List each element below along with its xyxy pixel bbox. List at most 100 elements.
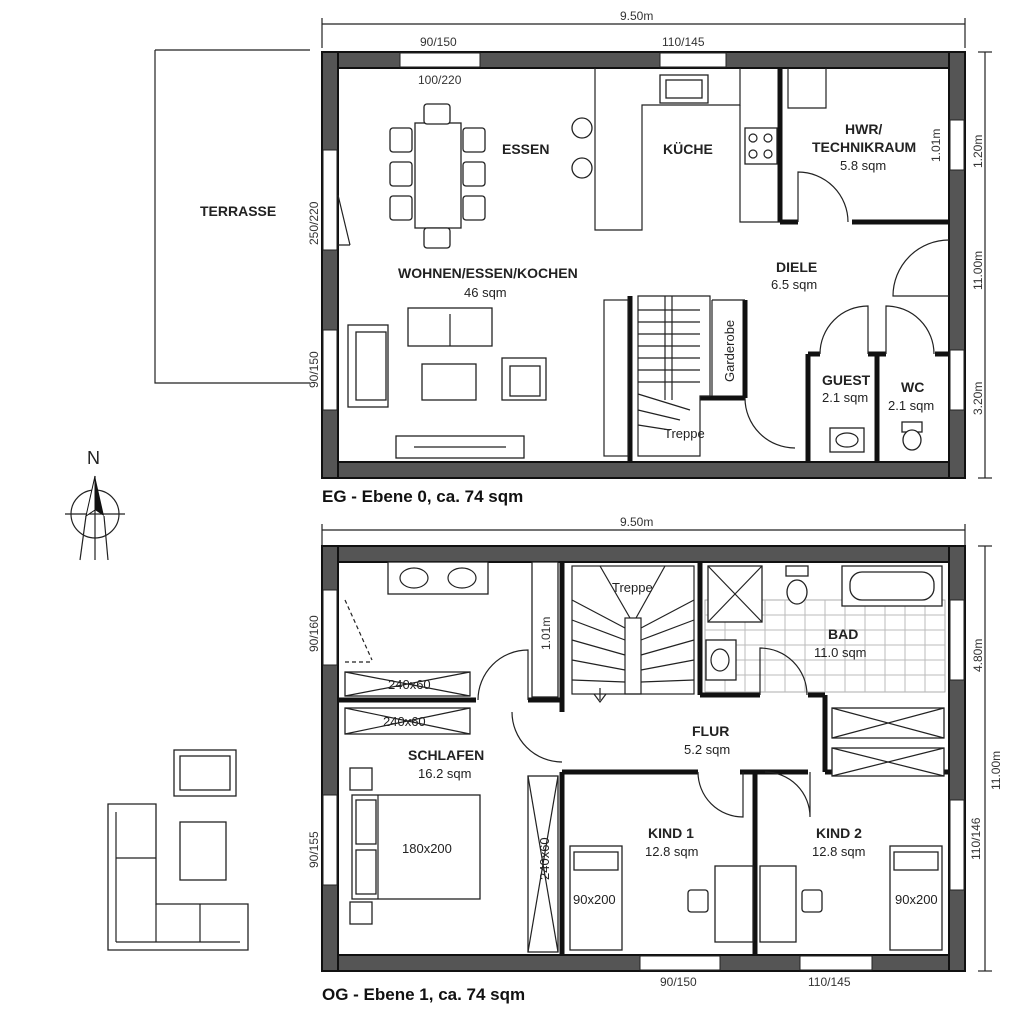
bed-size-label: 90x200 (895, 892, 938, 907)
window-dim-label: 90/155 (307, 831, 321, 868)
schlafen-area: 16.2 sqm (418, 766, 471, 781)
upper-floor-plan: 9.50m 90/160 90/155 90/150 110/145 (307, 515, 1003, 1004)
hwr-label: TECHNIKRAUM (812, 139, 916, 155)
vanity-double-sink (387, 561, 489, 595)
kind2-door (764, 771, 811, 818)
window (949, 799, 965, 891)
nightstand (349, 901, 373, 925)
kind1-label: KIND 1 (648, 825, 694, 841)
single-bed (889, 845, 943, 951)
bath-door-swing (477, 649, 529, 701)
ground-floor-title: EG - Ebene 0, ca. 74 sqm (322, 487, 523, 506)
svg-text:110/146: 110/146 (969, 817, 983, 860)
window-dim-label: 250/220 (307, 201, 321, 245)
entrance-door (892, 239, 950, 297)
window (949, 599, 965, 681)
hwr-area: 5.8 sqm (840, 158, 886, 173)
wc-door (885, 305, 935, 355)
window (322, 794, 338, 886)
desk (759, 865, 797, 943)
kitchen-label: KÜCHE (663, 141, 713, 157)
terrace-label: TERRASSE (200, 203, 276, 219)
window (399, 52, 481, 68)
stairs-label: Treppe (612, 580, 653, 595)
double-bed (351, 794, 481, 900)
window (949, 349, 965, 411)
nightstand (349, 767, 373, 791)
living-label: WOHNEN/ESSEN/KOCHEN (398, 265, 578, 281)
flur-label: FLUR (692, 723, 729, 739)
living-area: 46 sqm (464, 285, 507, 300)
hwr-dim: 1.01m (929, 129, 943, 162)
lounge-furniture (107, 749, 249, 951)
diele-area: 6.5 sqm (771, 277, 817, 292)
kind1-area: 12.8 sqm (645, 844, 698, 859)
wardrobe-label: 240x60 (537, 837, 552, 880)
bath-door (344, 599, 373, 663)
sink (705, 639, 737, 681)
terrace-outline (154, 49, 310, 384)
dimension-right-ground: 1.20m 11.00m 3.20m (971, 51, 992, 479)
wc-area: 2.1 sqm (888, 398, 934, 413)
cabinet-101 (531, 561, 559, 698)
svg-text:N: N (87, 448, 100, 468)
dimension-top-upper: 9.50m (321, 515, 966, 545)
window-dim-label: 110/145 (662, 35, 705, 49)
living-furniture (347, 307, 547, 459)
window-dim-label: 90/150 (307, 351, 321, 388)
wc-label: WC (901, 379, 924, 395)
svg-text:3.20m: 3.20m (971, 382, 985, 415)
window (322, 589, 338, 666)
toilet (785, 565, 809, 605)
bed-size-label: 180x200 (402, 841, 452, 856)
dimension-right-upper: 4.80m 11.00m 110/146 (969, 545, 1003, 972)
stair-door (744, 397, 796, 449)
bar-stool (571, 157, 593, 179)
guest-door (819, 305, 869, 355)
kind2-label: KIND 2 (816, 825, 862, 841)
door-dim-label: 100/220 (418, 73, 462, 87)
ground-floor-plan: TERRASSE 9.50m 90/150 110/145 100/220 25… (154, 9, 992, 506)
window (799, 955, 873, 971)
window-dim-label: 110/145 (808, 975, 851, 989)
kitchen-counter (571, 68, 780, 231)
upper-floor-title: OG - Ebene 1, ca. 74 sqm (322, 985, 525, 1004)
single-bed (569, 845, 623, 951)
staircase (603, 295, 711, 457)
window-dim-label: 90/150 (420, 35, 457, 49)
schlafen-door (511, 711, 563, 763)
svg-text:1.20m: 1.20m (971, 135, 985, 168)
svg-text:11.00m: 11.00m (971, 251, 985, 290)
hwr-cabinet (787, 68, 827, 109)
window-dim-label: 90/160 (307, 615, 321, 652)
svg-text:11.00m: 11.00m (989, 751, 1003, 790)
window (949, 119, 965, 171)
staircase-upper (571, 565, 695, 703)
toilet (901, 421, 923, 451)
dining-label: ESSEN (502, 141, 549, 157)
window (659, 52, 727, 68)
guest-label: GUEST (822, 372, 871, 388)
diele-label: DIELE (776, 259, 817, 275)
inner-dim-label: 1.01m (539, 617, 553, 650)
bathtub (841, 565, 943, 607)
desk-chair (801, 889, 823, 913)
desk (714, 865, 754, 943)
stairs-label: Treppe (664, 426, 705, 441)
dining-table (389, 103, 486, 249)
bad-area: 11.0 sqm (814, 645, 867, 660)
wardrobe-vertical (527, 775, 559, 953)
wardrobe-label: 240x60 (388, 677, 431, 692)
svg-text:9.50m: 9.50m (620, 515, 653, 529)
garderobe-unit (711, 299, 745, 396)
svg-text:4.80m: 4.80m (971, 639, 985, 672)
window (322, 329, 338, 411)
bad-label: BAD (828, 626, 858, 642)
compass-icon: N (65, 448, 125, 561)
hwr-label: HWR/ (845, 121, 882, 137)
window-dim-label: 90/150 (660, 975, 697, 989)
wardrobe-label: 240x60 (383, 714, 426, 729)
window (639, 955, 721, 971)
window (322, 149, 338, 251)
